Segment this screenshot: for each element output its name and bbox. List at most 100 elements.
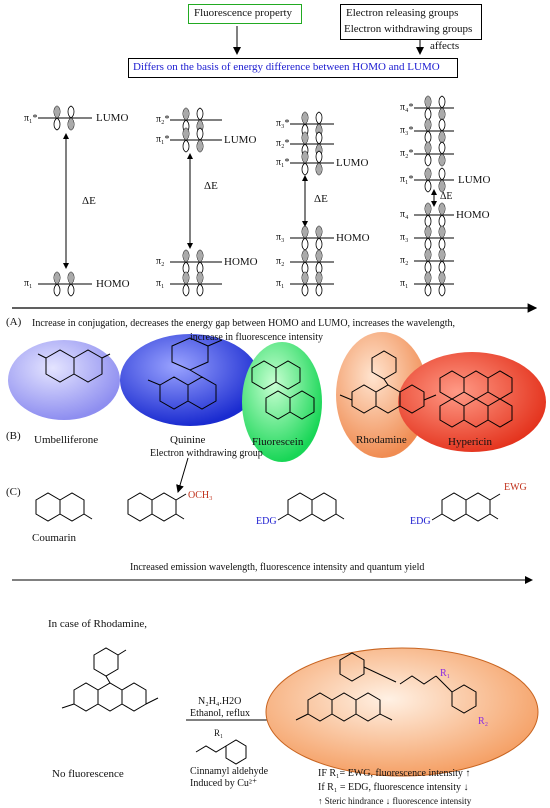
rhodamine-label: Rhodamine <box>356 434 407 446</box>
orbital-column-2 <box>170 107 222 297</box>
orbital-column-4 <box>414 95 454 297</box>
arrow-down-icon: ↓ <box>463 782 469 793</box>
col1-lumo: LUMO <box>96 112 129 124</box>
product-r2: R₂ <box>478 716 489 727</box>
electron-groups-box: Electron releasing groups Electron withd… <box>340 4 482 40</box>
coumarin-och3-structure <box>127 492 187 522</box>
cinnamyl-label: Cinnamyl aldehyde <box>190 766 269 777</box>
hypericin-blob <box>398 352 546 452</box>
col2-lumo: LUMO <box>224 134 257 146</box>
col4-delta-e: ΔE <box>440 191 453 202</box>
section-b-label: (B) <box>6 430 21 442</box>
hypericin-label: Hypericin <box>448 436 492 448</box>
arrow-down-icon: ↓ <box>385 796 391 806</box>
col2-pi2-star: π₂* <box>156 114 170 125</box>
col2-delta-e: ΔE <box>204 180 218 192</box>
col3-pi2: π₂ <box>276 256 285 267</box>
col4-pi1-star: π₁* <box>400 174 414 185</box>
product-r1: R₁ <box>440 668 451 679</box>
edg-label-1: EDG <box>256 516 277 527</box>
col3-pi2-star: π₂* <box>276 138 290 149</box>
reagent-ethanol: Ethanol, reflux <box>190 708 250 719</box>
quinine-structure <box>147 337 223 410</box>
quinine-blob <box>120 334 260 426</box>
orbital-column-3 <box>290 111 334 297</box>
cinnamyl-structure <box>195 739 247 765</box>
differs-box: Differs on the basis of energy differenc… <box>128 58 458 78</box>
col4-pi1: π₁ <box>400 278 409 289</box>
coumarin-edg-structure <box>277 492 345 522</box>
rhodamine-product-structure <box>295 652 477 722</box>
if-ewg-row: IF R₁= EWG, fluorescence intensity ↑ <box>318 768 470 779</box>
electron-withdrawing-label: Electron withdrawing groups <box>344 23 473 35</box>
col2-pi1-star: π₁* <box>156 134 170 145</box>
if-edg-row: If R₁ = EDG, fluorescence intensity ↓ <box>318 782 468 793</box>
col4-homo: HOMO <box>456 209 490 221</box>
induced-label: Induced by Cu²⁺ <box>190 778 258 789</box>
coumarin-label: Coumarin <box>32 532 76 544</box>
arrow-up-icon: ↑ <box>465 768 471 779</box>
umbelliferone-structure <box>37 349 111 383</box>
edg-label-2: EDG <box>410 516 431 527</box>
fluorescein-structure <box>251 360 315 420</box>
quinine-label: Quinine <box>170 434 206 446</box>
col4-pi3: π₃ <box>400 232 409 243</box>
if-edg-text: If R₁ = EDG, fluorescence intensity <box>318 782 461 793</box>
coumarin-edg-ewg-structure <box>431 492 501 522</box>
col4-pi2-star: π₂* <box>400 148 414 159</box>
rhodamine-blob <box>336 332 428 458</box>
differs-label: Differs on the basis of energy differenc… <box>133 61 440 73</box>
col3-delta-e: ΔE <box>314 193 328 205</box>
rhodamine-intro: In case of Rhodamine, <box>48 618 147 630</box>
orbital-column-1 <box>38 105 92 297</box>
rhodamine-structure <box>339 350 437 414</box>
ewg-pointer-arrow <box>176 457 189 493</box>
steric-row: ↑ Steric hindrance ↓ fluorescence intens… <box>318 796 471 806</box>
if-ewg-text: IF R₁= EWG, fluorescence intensity <box>318 768 463 779</box>
section-a-text-2: increase in fluorescence intensity <box>190 332 323 343</box>
ewg-annotation: Electron withdrawing group <box>150 448 263 459</box>
fluorescence-property-label: Fluorescence property <box>194 7 293 19</box>
affects-label: affects <box>430 40 460 52</box>
cinnamyl-r1: R₁ <box>214 728 224 738</box>
col3-pi1: π₁ <box>276 278 285 289</box>
rhodamine-b-structure <box>61 647 159 712</box>
fluor-int-text: fluorescence intensity <box>392 796 472 806</box>
col2-pi1: π₁ <box>156 278 165 289</box>
col3-lumo: LUMO <box>336 157 369 169</box>
col4-pi4-star: π₄* <box>400 102 414 113</box>
section-a-text-1: Increase in conjugation, decreases the e… <box>32 318 455 329</box>
product-blob <box>265 647 539 777</box>
no-fluorescence-label: No fluorescence <box>52 768 124 780</box>
col4-pi4: π₄ <box>400 209 409 220</box>
emission-arrow-label: Increased emission wavelength, fluoresce… <box>130 562 425 573</box>
fluorescein-label: Fluorescein <box>252 436 304 448</box>
col3-pi3-star: π₃* <box>276 118 290 129</box>
col4-lumo: LUMO <box>458 174 491 186</box>
ewg-label: EWG <box>504 482 527 493</box>
col1-homo: HOMO <box>96 278 130 290</box>
steric-text: Steric hindrance <box>324 796 384 806</box>
och3-label: OCH₃ <box>188 490 213 501</box>
col2-pi2: π₂ <box>156 256 165 267</box>
reagent-hydrazine: N₂H₄.H2O <box>198 696 242 707</box>
col1-delta-e: ΔE <box>82 195 96 207</box>
col3-homo: HOMO <box>336 232 370 244</box>
fluorescence-property-box: Fluorescence property <box>188 4 302 24</box>
electron-releasing-label: Electron releasing groups <box>346 7 459 19</box>
col1-pi1-star: π₁* <box>24 113 38 124</box>
coumarin-structure <box>35 492 93 522</box>
section-a-label: (A) <box>6 316 22 328</box>
col4-pi3-star: π₃* <box>400 125 414 136</box>
col3-pi1-star: π₁* <box>276 157 290 168</box>
col4-pi2: π₂ <box>400 255 409 266</box>
col1-pi1: π₁ <box>24 278 33 289</box>
hypericin-structure <box>439 370 513 428</box>
umbelliferone-label: Umbelliferone <box>34 434 99 446</box>
arrow-up-icon: ↑ <box>318 796 323 806</box>
col2-homo: HOMO <box>224 256 258 268</box>
col3-pi3: π₃ <box>276 232 285 243</box>
section-c-label: (C) <box>6 486 21 498</box>
fluorescein-blob <box>242 342 322 462</box>
